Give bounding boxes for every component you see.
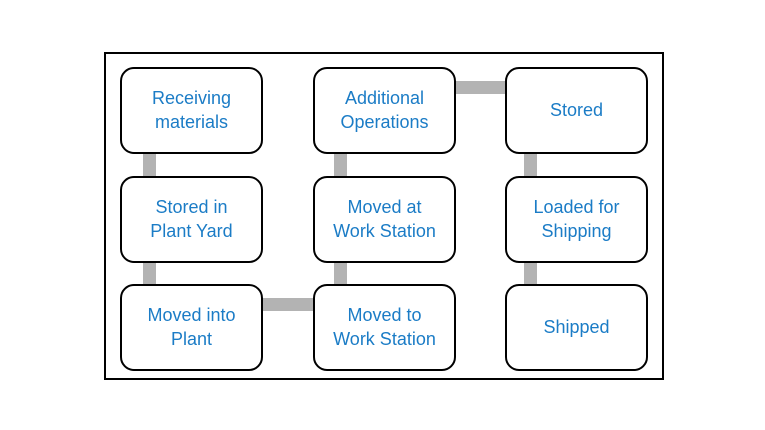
connector-receiving-to-stored-yard — [143, 150, 156, 180]
node-stored-in-plant-yard: Stored in Plant Yard — [120, 176, 263, 263]
connector-additional-ops-to-moved-at-station — [334, 150, 347, 180]
connector-stored-yard-to-moved-into-plant — [143, 258, 156, 288]
node-shipped: Shipped — [505, 284, 648, 371]
node-additional-operations: Additional Operations — [313, 67, 456, 154]
node-moved-to-work-station: Moved to Work Station — [313, 284, 456, 371]
connector-moved-at-station-to-moved-to-station — [334, 258, 347, 288]
connector-moved-into-plant-to-moved-to-station — [260, 298, 316, 311]
connector-stored-to-loaded — [524, 150, 537, 180]
node-receiving-materials: Receiving materials — [120, 67, 263, 154]
node-stored: Stored — [505, 67, 648, 154]
connector-additional-ops-to-stored — [454, 81, 508, 94]
node-loaded-for-shipping: Loaded for Shipping — [505, 176, 648, 263]
node-moved-at-work-station: Moved at Work Station — [313, 176, 456, 263]
connector-loaded-to-shipped — [524, 258, 537, 288]
node-moved-into-plant: Moved into Plant — [120, 284, 263, 371]
